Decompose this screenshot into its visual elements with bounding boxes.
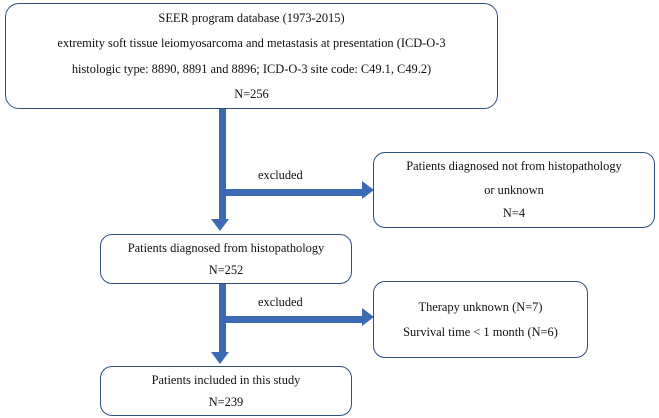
flow-node-patients-included: Patients included in this study N=239: [100, 366, 352, 416]
source-cohort-count: N=256: [234, 86, 269, 101]
connector-branch-excluded-1: [219, 189, 365, 196]
excluded-2-line-1: Therapy unknown (N=7): [418, 300, 543, 315]
source-cohort-line-2: extremity soft tissue leiomyosarcoma and…: [57, 36, 446, 51]
flow-node-diagnosed-from-histopathology: Patients diagnosed from histopathology N…: [100, 234, 352, 284]
histopathology-line-1: Patients diagnosed from histopathology: [127, 240, 325, 255]
included-line-1: Patients included in this study: [151, 372, 301, 387]
excluded-1-line-1: Patients diagnosed not from histopatholo…: [406, 159, 622, 174]
excluded-1-count: N=4: [502, 206, 526, 221]
connector-branch-excluded-2: [219, 316, 365, 323]
arrowhead-down-to-included: [211, 352, 229, 364]
edge-label-excluded-2: excluded: [258, 295, 303, 309]
edge-label-excluded-1: excluded: [258, 168, 303, 182]
arrowhead-right-to-excluded-2: [362, 308, 374, 326]
source-cohort-line-3: histologic type: 8890, 8891 and 8896; IC…: [71, 61, 432, 76]
flow-node-excluded-therapy-survival: Therapy unknown (N=7) Survival time < 1 …: [373, 281, 588, 358]
flow-node-excluded-not-histopathology: Patients diagnosed not from histopatholo…: [373, 152, 655, 228]
source-cohort-line-1: SEER program database (1973-2015): [158, 10, 345, 25]
excluded-1-line-2: or unknown: [484, 182, 544, 197]
histopathology-count: N=252: [208, 263, 244, 277]
included-count: N=239: [208, 395, 244, 409]
excluded-2-line-2: Survival time < 1 month (N=6): [403, 324, 558, 339]
arrowhead-right-to-excluded-1: [362, 181, 374, 199]
flow-node-source-cohort: SEER program database (1973-2015) extrem…: [5, 3, 498, 109]
arrowhead-down-to-histopathology: [211, 219, 229, 231]
connector-source-to-histopathology: [219, 109, 226, 221]
